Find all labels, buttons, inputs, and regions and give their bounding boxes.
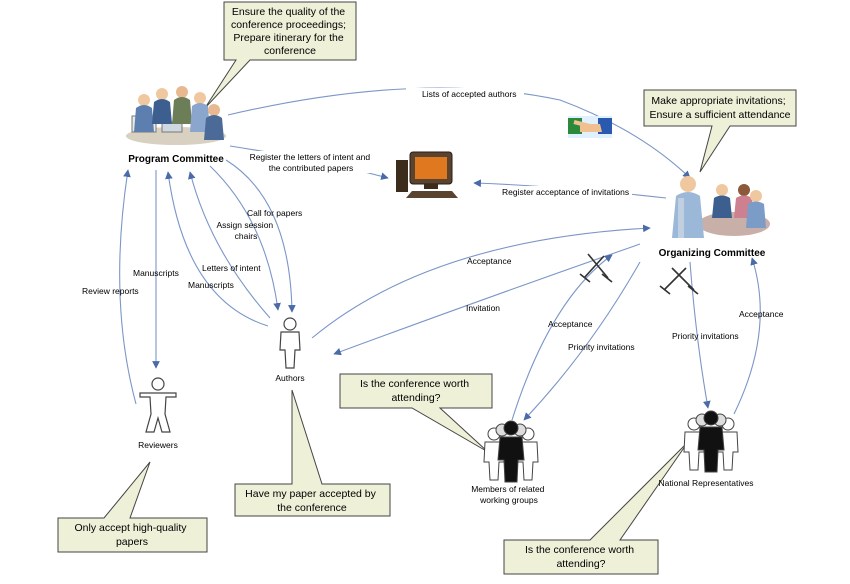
- arrow-acceptance-authors: [311, 224, 651, 339]
- node-authors: Authors: [275, 373, 304, 383]
- svg-text:Members of related working: Members of related working groups: [471, 484, 547, 505]
- label-letters-of-intent: Letters of intent: [202, 263, 261, 273]
- callout-members: Is the conference worth attending?: [339, 373, 493, 453]
- arrow-invitation: [333, 243, 641, 356]
- callout-organizing-line-2: Ensure a sufficient attendance: [649, 109, 790, 121]
- callout-reviewers: Only accept high-quality papers: [57, 461, 208, 553]
- label-call-for-papers: Call for papers: [247, 208, 302, 218]
- node-national-representatives: National Representatives: [659, 478, 754, 488]
- node-members-line-1: Members of related: [471, 484, 544, 494]
- meeting-group-icon: [672, 176, 770, 238]
- arrow-manuscripts-authors: [165, 171, 269, 327]
- callout-authors-line-2: the conference: [277, 502, 347, 514]
- callout-authors: Have my paper accepted by the conference: [234, 389, 391, 517]
- swords-icon: [659, 267, 699, 295]
- label-register-acceptance: Register acceptance of invitations: [502, 187, 629, 197]
- callout-reviewers-line-1: Only accept high-quality: [75, 522, 188, 534]
- label-manuscripts-reviewers: Manuscripts: [133, 268, 179, 278]
- label-review-reports: Review reports: [82, 286, 139, 296]
- svg-text:Register the letters of intent: Register the letters of intent and the c…: [250, 152, 373, 173]
- label-priority-members: Priority invitations: [568, 342, 635, 352]
- label-lists-of-authors: Lists of accepted authors: [422, 89, 517, 99]
- node-reviewers: Reviewers: [138, 440, 178, 450]
- label-acceptance-national: Acceptance: [739, 309, 784, 319]
- node-organizing-committee: Organizing Committee: [659, 248, 766, 259]
- label-priority-national: Priority invitations: [672, 331, 739, 341]
- arrow-call-for-papers: [225, 159, 296, 313]
- label-register-letters-2: the contributed papers: [269, 163, 354, 173]
- node-program-committee: Program Committee: [128, 154, 224, 165]
- svg-text:Ensure the quality of the: Ensure the quality of the conference pro…: [231, 6, 349, 57]
- callout-program-line-3: Prepare itinerary for the: [233, 32, 343, 44]
- callout-national-line-2: attending?: [556, 558, 605, 570]
- label-manuscripts-authors: Manuscripts: [188, 280, 234, 290]
- person-icon: [279, 317, 301, 369]
- callout-national-line-1: Is the conference worth: [525, 544, 634, 556]
- swords-icon: [579, 253, 613, 283]
- handshake-icon: [568, 116, 612, 138]
- arrow-lists-of-authors: [227, 87, 691, 179]
- arrow-review-reports: [119, 169, 137, 405]
- arrow-acceptance-national: [733, 257, 761, 415]
- svg-text:Have my paper accepted by: Have my paper accepted by the conference: [245, 488, 379, 514]
- people-group-icon: [683, 410, 739, 473]
- computer-icon: [396, 151, 458, 198]
- callout-program-line-1: Ensure the quality of the: [232, 6, 345, 18]
- callout-organizing-line-1: Make appropriate invitations;: [651, 95, 785, 107]
- svg-text:Is the conference worth: Is the conference worth attending?: [360, 378, 472, 404]
- label-acceptance-authors: Acceptance: [467, 256, 512, 266]
- svg-text:Only accept high-quality: Only accept high-quality papers: [75, 522, 190, 548]
- people-group-icon: [483, 420, 539, 483]
- callout-program-line-2: conference proceedings;: [231, 19, 346, 31]
- arrow-letters-of-intent: [187, 171, 271, 319]
- label-assign-chairs-1: Assign session: [216, 220, 273, 230]
- arrow-priority-members: [523, 261, 641, 421]
- svg-text:Assign session chairs: Assign session chairs: [216, 220, 275, 241]
- label-assign-chairs-2: chairs: [235, 231, 258, 241]
- callout-members-line-1: Is the conference worth: [360, 378, 469, 390]
- svg-text:Is the conference worth: Is the conference worth attending?: [525, 544, 637, 570]
- callout-program-line-4: conference: [264, 45, 316, 57]
- arrow-assign-chairs: [209, 165, 281, 311]
- callout-organizing-committee: Make appropriate invitations; Ensure a s…: [643, 89, 797, 173]
- callout-authors-line-1: Have my paper accepted by: [245, 488, 376, 500]
- label-invitation: Invitation: [466, 303, 500, 313]
- callout-members-line-2: attending?: [391, 392, 440, 404]
- arrow-priority-national: [689, 261, 711, 409]
- callout-national: Is the conference worth attending?: [503, 441, 689, 575]
- svg-text:Make appropriate invitations;: Make appropriate invitations; Ensure a s…: [649, 95, 790, 121]
- callout-reviewers-line-2: papers: [116, 536, 148, 548]
- arrow-acceptance-members: [511, 254, 613, 421]
- callout-program-committee: Ensure the quality of the conference pro…: [204, 1, 357, 109]
- label-register-letters-1: Register the letters of intent and: [250, 152, 371, 162]
- meeting-group-icon: [126, 86, 226, 145]
- node-members-line-2: working groups: [479, 495, 538, 505]
- label-acceptance-members: Acceptance: [548, 319, 593, 329]
- person-icon: [139, 377, 177, 433]
